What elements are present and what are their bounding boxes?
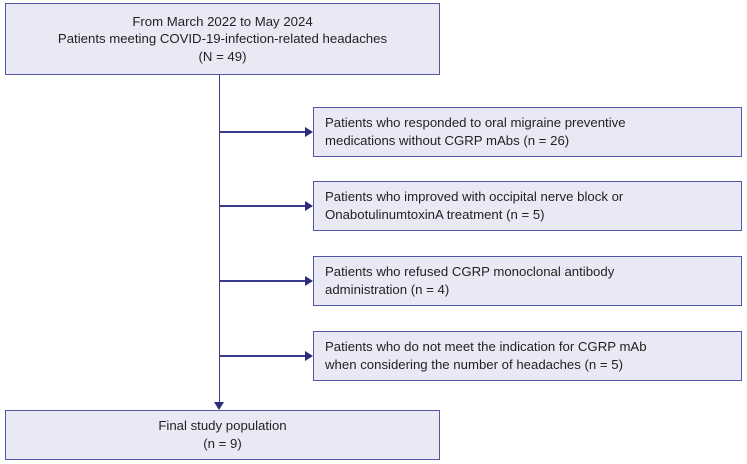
exclusion-4-line-1: Patients who do not meet the indication …	[325, 339, 647, 355]
arrowhead-right-icon	[305, 350, 313, 361]
exclusion-node-2: Patients who improved with occipital ner…	[313, 181, 742, 231]
exclusion-1-line-1: Patients who responded to oral migraine …	[325, 115, 626, 131]
enrollment-line-2: Patients meeting COVID-19-infection-rela…	[57, 31, 388, 47]
arrowhead-right-icon	[305, 126, 313, 137]
arrowhead-right-icon	[305, 200, 313, 211]
exclusion-node-3: Patients who refused CGRP monoclonal ant…	[313, 256, 742, 306]
branch-connector-1	[219, 131, 307, 133]
exclusion-2-line-1: Patients who improved with occipital ner…	[325, 189, 624, 205]
exclusion-3-line-2: administration (n = 4)	[325, 282, 450, 297]
branch-connector-3	[219, 280, 307, 282]
branch-connector-2	[219, 205, 307, 207]
exclusion-2-line-2: OnabotulinumtoxinA treatment (n = 5)	[325, 207, 545, 222]
exclusion-4-line-2: when considering the number of headaches…	[325, 357, 624, 372]
arrowhead-right-icon	[305, 275, 313, 286]
branch-connector-4	[219, 355, 307, 357]
final-population-count: (n = 9)	[203, 436, 242, 451]
arrowhead-down-icon	[214, 402, 225, 410]
trunk-connector	[218, 75, 221, 409]
enrollment-node: From March 2022 to May 2024 Patients mee…	[5, 3, 440, 75]
exclusion-node-1: Patients who responded to oral migraine …	[313, 107, 742, 157]
exclusion-3-line-1: Patients who refused CGRP monoclonal ant…	[325, 264, 615, 280]
enrollment-line-1: From March 2022 to May 2024	[132, 13, 313, 29]
final-population-label: Final study population	[158, 418, 287, 434]
enrollment-count: (N = 49)	[198, 48, 247, 64]
exclusion-1-line-2: medications without CGRP mAbs (n = 26)	[325, 133, 570, 148]
exclusion-node-4: Patients who do not meet the indication …	[313, 331, 742, 381]
final-population-node: Final study population (n = 9)	[5, 410, 440, 460]
